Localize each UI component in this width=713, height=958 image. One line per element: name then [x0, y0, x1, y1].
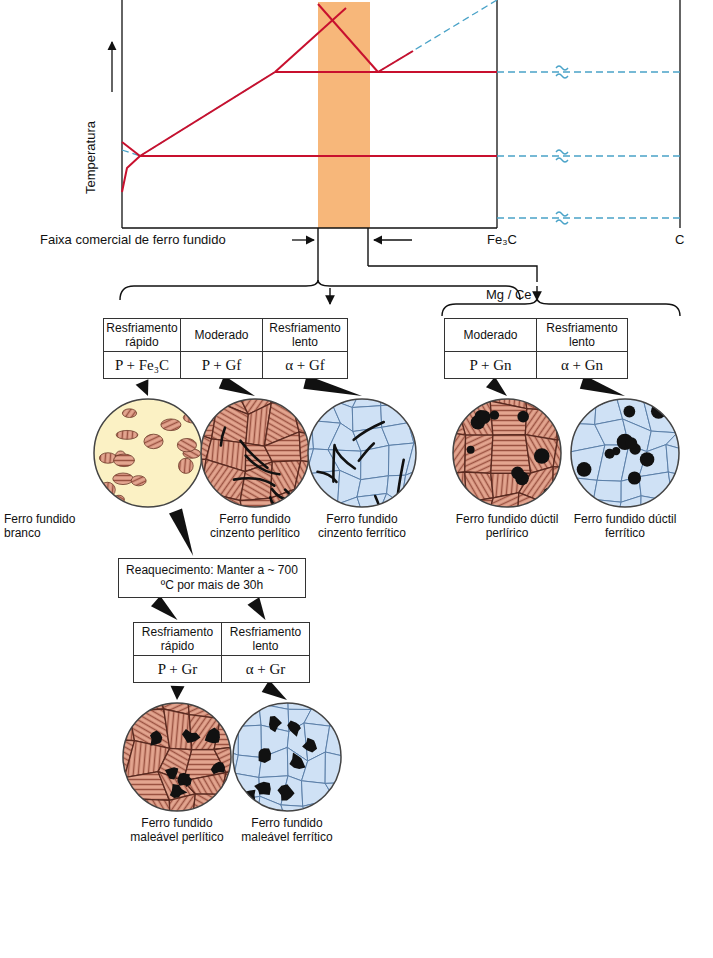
table-cell: Resfriamento lentoα + Gn — [536, 318, 628, 379]
wedge-arrow — [171, 686, 185, 700]
cooling-rate: Moderado — [181, 319, 262, 352]
table-cell: ModeradoP + Gf — [180, 318, 263, 379]
micrograph — [93, 398, 203, 508]
phase-boundaries — [122, 4, 497, 192]
micrograph-art — [452, 398, 562, 508]
micrograph-circle: Ferro fundido maleável perlítico — [122, 702, 232, 812]
phase-formula: P + Fe₃C — [104, 352, 180, 378]
micrograph — [307, 398, 417, 508]
micrograph-outline — [308, 399, 416, 507]
table-cell: Resfriamento lentoα + Gr — [221, 622, 310, 683]
micrograph-outline — [571, 399, 679, 507]
wedge-arrow — [136, 379, 149, 396]
micrograph-outline — [233, 703, 341, 811]
phase-formula: P + Gn — [445, 352, 536, 378]
micrograph-caption: Ferro fundido cinzento ferrítico — [307, 512, 417, 540]
micrograph-circle: Ferro fundido dúctil ferrítico — [570, 398, 680, 508]
micrograph-caption: Ferro fundido cinzento perlítico — [200, 512, 310, 540]
wedge-arrow — [151, 596, 178, 620]
micrograph — [200, 398, 310, 508]
range-arrows — [292, 239, 412, 240]
micrograph-circle: Ferro fundido cinzento perlítico — [200, 398, 310, 508]
table-cell: Resfriamento lentoα + Gf — [262, 318, 348, 379]
micrograph-art — [122, 702, 232, 812]
phase-formula: α + Gf — [263, 352, 347, 378]
micrograph-outline — [453, 399, 561, 507]
cooling-rate: Resfriamento lento — [263, 319, 347, 352]
micrograph-caption: Ferro fundido branco — [4, 512, 88, 540]
micrograph-art — [200, 398, 310, 508]
cooling-rate: Resfriamento lento — [537, 319, 627, 352]
table-cell: Resfriamento rápidoP + Fe₃C — [103, 318, 181, 379]
process-box: Reaquecimento: Manter a ~ 700 ºC por mai… — [118, 558, 306, 598]
table-cell: Resfriamento rápidoP + Gr — [133, 622, 222, 683]
micrograph-outline — [201, 399, 309, 507]
phase-formula: α + Gr — [222, 656, 309, 682]
micrograph-circle: Ferro fundido branco — [93, 398, 203, 508]
cooling-rate: Resfriamento lento — [222, 623, 309, 656]
micrograph — [570, 398, 680, 508]
phase-formula: P + Gf — [181, 352, 262, 378]
range-label: Faixa comercial de ferro fundido — [40, 232, 226, 247]
additive-label: Mg / Ce — [486, 287, 532, 302]
axes — [112, 0, 680, 228]
range-label: C — [675, 232, 684, 247]
wedge-arrow — [169, 508, 193, 556]
micrograph-caption: Ferro fundido maleável ferrítico — [232, 816, 342, 844]
phase-formula: α + Gn — [537, 352, 627, 378]
micrograph-art — [307, 398, 417, 508]
micrograph-art — [232, 702, 342, 812]
axis-breaks — [556, 66, 568, 224]
commercial-band — [318, 2, 370, 228]
micrograph-circle: Ferro fundido maleável ferrítico — [232, 702, 342, 812]
wedge-arrow — [248, 597, 266, 620]
micrograph-circle: Ferro fundido cinzento ferrítico — [307, 398, 417, 508]
micrograph-caption: Ferro fundido dúctil ferrítico — [570, 512, 680, 540]
cooling-rate: Resfriamento rápido — [104, 319, 180, 352]
process-text: Reaquecimento: Manter a ~ 700 ºC por mai… — [119, 559, 305, 597]
micrograph-outline — [123, 703, 231, 811]
metastable-lines — [122, 0, 680, 218]
micrograph-art — [93, 398, 203, 508]
axis-label: Temperatura — [83, 121, 98, 194]
micrograph — [122, 702, 232, 812]
micrograph — [452, 398, 562, 508]
micrograph — [232, 702, 342, 812]
micrograph-circle: Ferro fundido dúctil perlírico — [452, 398, 562, 508]
wedge-arrow — [262, 680, 287, 700]
micrograph-outline — [94, 399, 202, 507]
cooling-rate: Moderado — [445, 319, 536, 352]
micrograph-caption: Ferro fundido maleável perlítico — [122, 816, 232, 844]
cooling-rate: Resfriamento rápido — [134, 623, 221, 656]
range-label: Fe₃C — [487, 232, 517, 247]
table-cell: ModeradoP + Gn — [444, 318, 537, 379]
wedge-arrow — [486, 377, 507, 396]
micrograph-caption: Ferro fundido dúctil perlírico — [452, 512, 562, 540]
micrograph-art — [570, 398, 680, 508]
phase-formula: P + Gr — [134, 656, 221, 682]
